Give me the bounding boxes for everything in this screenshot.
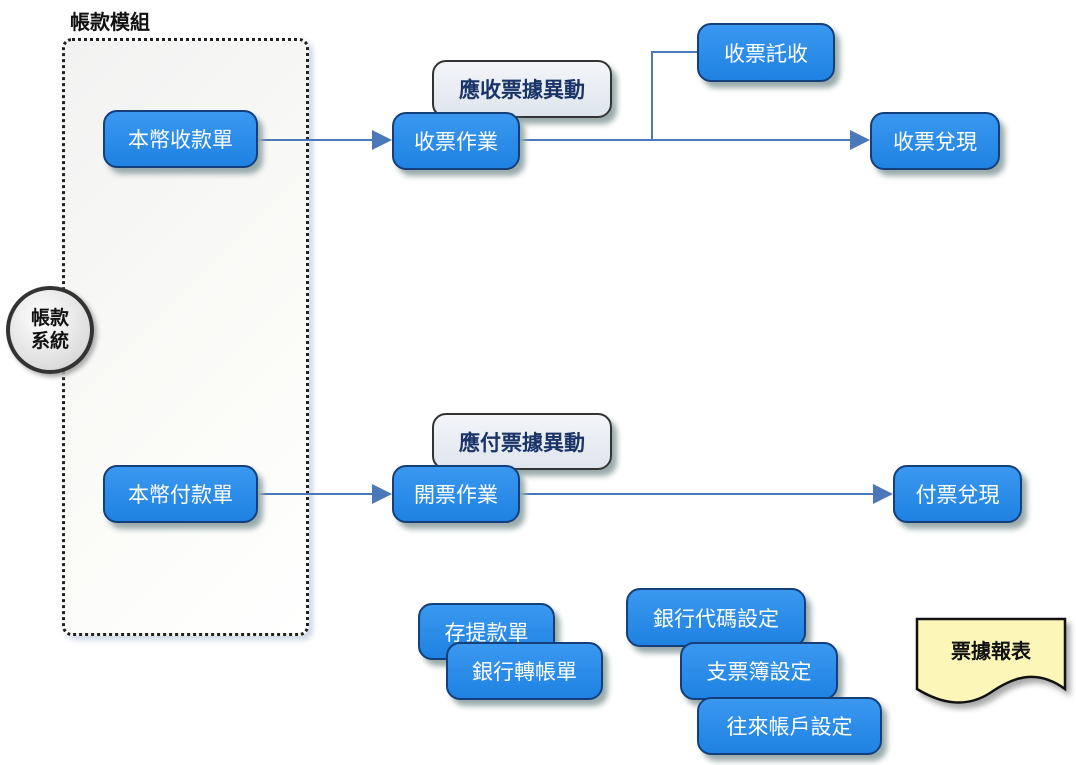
node-deposit-withdraw[interactable]: 存提款單 — [418, 603, 555, 660]
node-note-collection[interactable]: 收票託收 — [697, 23, 835, 82]
node-issue-note[interactable]: 開票作業 — [392, 465, 520, 523]
node-checkbook[interactable]: 支票簿設定 — [680, 642, 838, 700]
ar-system-circle[interactable]: 帳款系統 — [6, 286, 94, 374]
node-note-report[interactable]: 票據報表 — [915, 617, 1067, 707]
node-pay-note-cashing[interactable]: 付票兌現 — [893, 465, 1022, 523]
node-ar-note-change[interactable]: 應收票據異動 — [432, 60, 612, 118]
node-ap-note-change[interactable]: 應付票據異動 — [432, 413, 612, 470]
node-ap-payment[interactable]: 本幣付款單 — [103, 465, 258, 523]
line-to-collection — [651, 51, 697, 140]
node-ar-receipt[interactable]: 本幣收款單 — [103, 110, 258, 168]
node-account[interactable]: 往來帳戶設定 — [697, 697, 882, 755]
group-title: 帳款模組 — [70, 10, 150, 34]
node-receive-note[interactable]: 收票作業 — [392, 112, 520, 170]
report-label: 票據報表 — [951, 639, 1031, 663]
node-bank-code[interactable]: 銀行代碼設定 — [626, 588, 806, 647]
node-note-cashing[interactable]: 收票兌現 — [870, 112, 1000, 170]
document-shape-icon — [915, 617, 1067, 704]
system-line1: 帳款 — [30, 307, 69, 329]
system-line2: 系統 — [30, 330, 69, 352]
node-bank-transfer[interactable]: 銀行轉帳單 — [446, 642, 603, 700]
